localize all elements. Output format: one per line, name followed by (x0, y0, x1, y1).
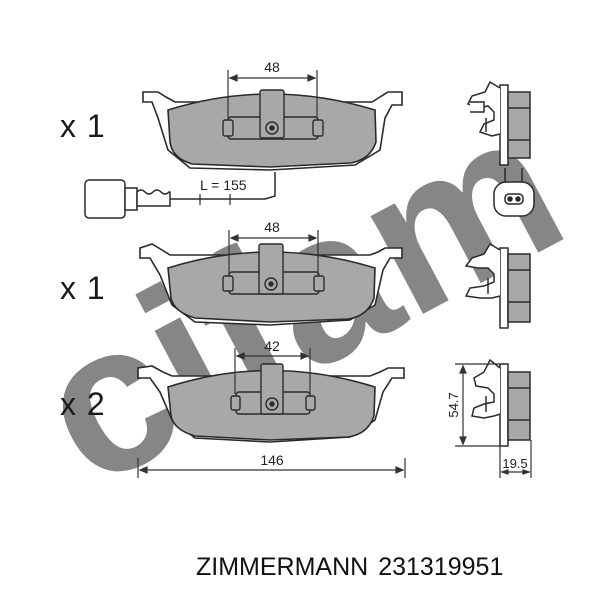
pad-1-quantity: x 1 (60, 108, 106, 144)
overall-width-dimension (137, 458, 406, 478)
side-view-sensor-connector (493, 168, 535, 217)
pad-3-width-label: 42 (264, 338, 280, 354)
side-view-2 (464, 242, 531, 329)
thickness-label: 19.5 (502, 456, 527, 471)
height-dimension (455, 363, 500, 447)
product-caption: ZIMMERMANN 231319951 (196, 553, 503, 582)
part-number: 231319951 (378, 553, 504, 581)
pad-2-width-dimension (228, 230, 319, 275)
brand-name: ZIMMERMANN (196, 553, 369, 581)
pad-2-quantity: x 1 (60, 270, 106, 306)
pad-3-quantity: x 2 (60, 386, 106, 422)
pad-3-clip-detail (230, 363, 316, 415)
side-view-1 (466, 80, 531, 166)
pad-2-clip-detail (222, 243, 325, 295)
pad-1-clip-detail (222, 89, 324, 140)
sensor-length-label: L = 155 (200, 177, 247, 193)
pad-2-width-label: 48 (264, 219, 280, 235)
pad-1-width-dimension (227, 70, 318, 118)
height-label: 54.7 (446, 392, 461, 417)
side-view-3 (471, 358, 531, 447)
brake-pad-1: 48 (142, 59, 403, 171)
pad-3-width-dimension (234, 348, 311, 394)
pad-1-width-label: 48 (264, 59, 280, 75)
thickness-dimension (499, 440, 532, 478)
sensor-connector (84, 179, 126, 219)
brake-pad-3: 42 (137, 338, 405, 443)
wear-sensor (84, 172, 276, 219)
brake-pad-2: 48 (139, 219, 403, 326)
overall-width-label: 146 (260, 452, 284, 468)
